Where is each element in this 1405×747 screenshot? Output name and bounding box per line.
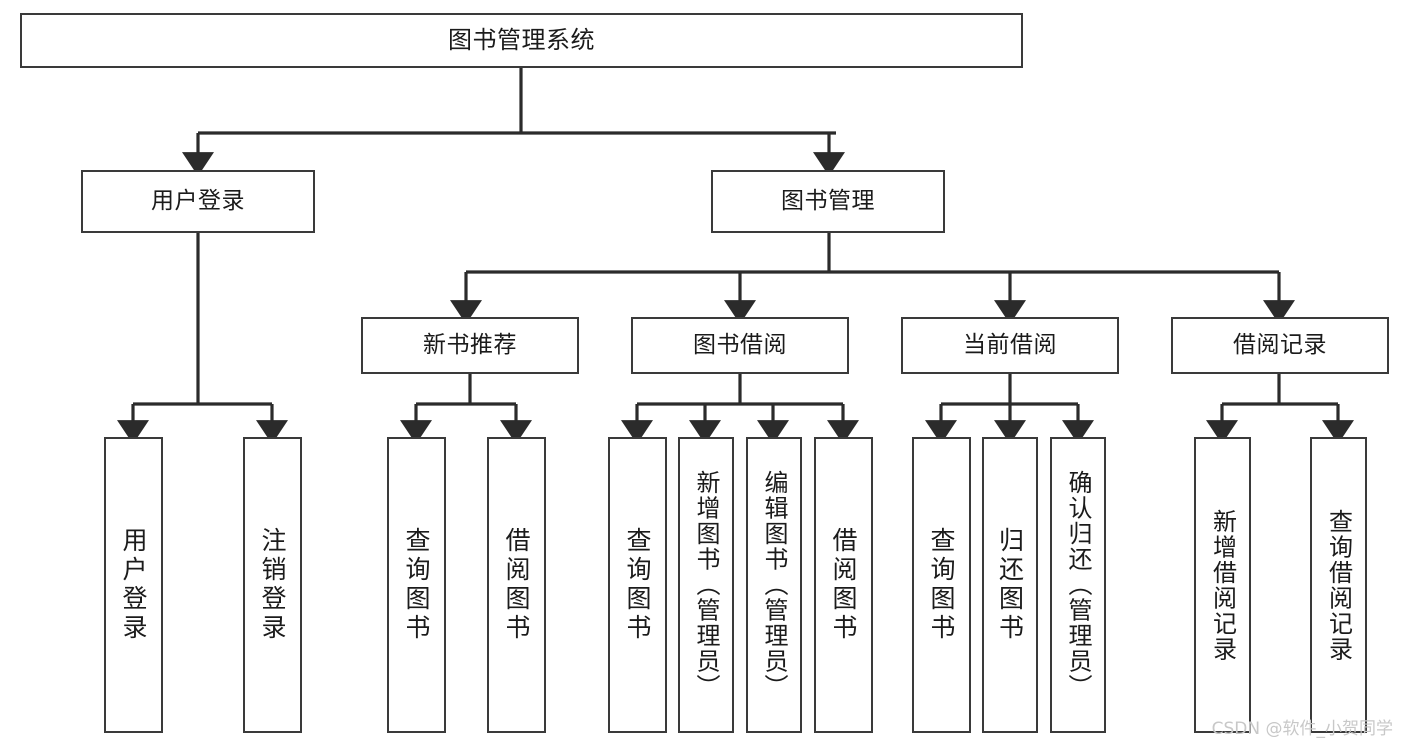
leaf-user-login-logout[interactable]: 注销登录 [243,437,302,733]
leaf-recommend-query-book[interactable]: 查询图书 [387,437,446,733]
node-label: 用户登录 [151,188,245,215]
node-borrow-record[interactable]: 借阅记录 [1171,317,1389,374]
leaf-current-return-book[interactable]: 归还图书 [982,437,1038,733]
node-label: 查询图书 [623,527,652,643]
leaf-borrow-borrow-book[interactable]: 借阅图书 [814,437,873,733]
node-label: 借阅图书 [502,527,531,643]
node-label: 借阅记录 [1233,332,1327,359]
node-label: 新增借阅记录 [1208,508,1237,662]
leaf-record-add-record[interactable]: 新增借阅记录 [1194,437,1251,733]
node-label: 当前借阅 [963,332,1057,359]
node-label: 查询图书 [402,527,431,643]
node-label: 编辑图书（管理员） [760,470,788,700]
node-label: 确认归还（管理员） [1064,470,1092,700]
node-book-management[interactable]: 图书管理 [711,170,945,233]
leaf-borrow-query-book[interactable]: 查询图书 [608,437,667,733]
node-new-book-recommend[interactable]: 新书推荐 [361,317,579,374]
leaf-record-query-record[interactable]: 查询借阅记录 [1310,437,1367,733]
node-label: 新增图书（管理员） [692,470,720,700]
node-root-system[interactable]: 图书管理系统 [20,13,1023,68]
node-label: 用户登录 [119,527,148,643]
node-user-login[interactable]: 用户登录 [81,170,315,233]
node-book-borrow[interactable]: 图书借阅 [631,317,849,374]
leaf-recommend-borrow-book[interactable]: 借阅图书 [487,437,546,733]
leaf-borrow-edit-book-admin[interactable]: 编辑图书（管理员） [746,437,802,733]
node-label: 新书推荐 [423,332,517,359]
leaf-current-confirm-return-admin[interactable]: 确认归还（管理员） [1050,437,1106,733]
node-label: 借阅图书 [829,527,858,643]
leaf-user-login-login[interactable]: 用户登录 [104,437,163,733]
node-label: 图书管理系统 [448,25,595,54]
node-label: 注销登录 [258,527,287,643]
node-label: 查询图书 [927,527,956,643]
node-label: 图书管理 [781,188,875,215]
leaf-current-query-book[interactable]: 查询图书 [912,437,971,733]
leaf-borrow-add-book-admin[interactable]: 新增图书（管理员） [678,437,734,733]
node-label: 图书借阅 [693,332,787,359]
node-label: 归还图书 [995,527,1025,643]
node-label: 查询借阅记录 [1324,508,1353,662]
node-current-borrow[interactable]: 当前借阅 [901,317,1119,374]
